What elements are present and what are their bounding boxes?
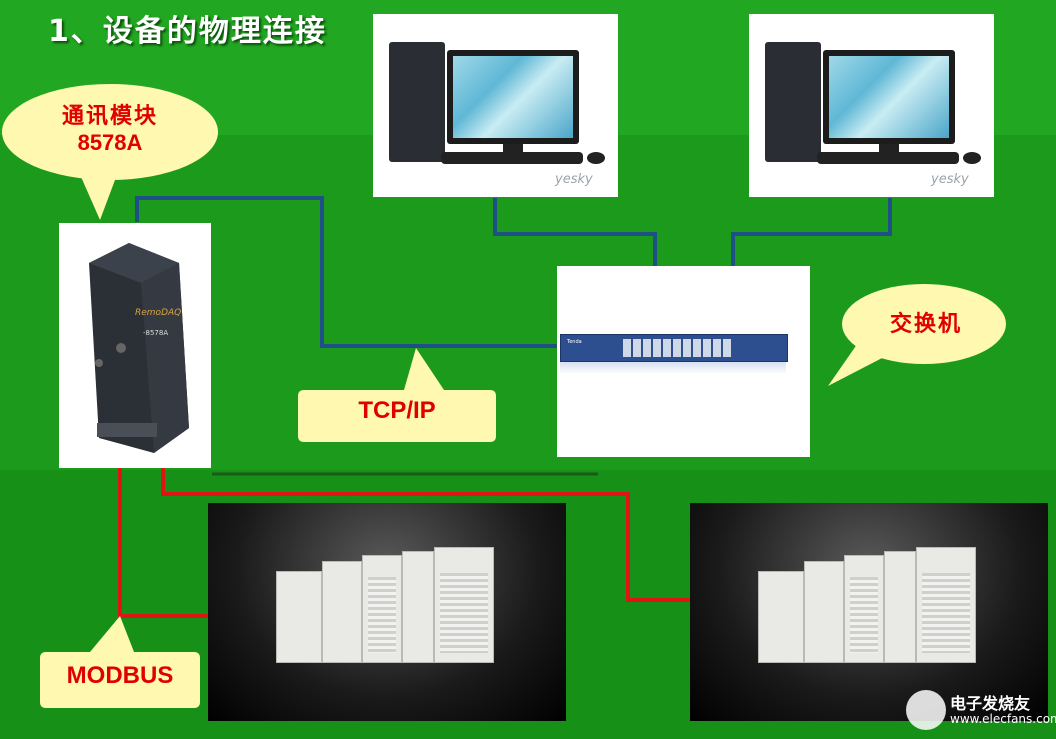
switch-device-icon: Tenda xyxy=(560,334,788,362)
computer-photo-1: yesky xyxy=(373,14,618,197)
yesky-watermark-2: yesky xyxy=(931,172,969,187)
module-callout-shape xyxy=(2,84,218,220)
mouse-2 xyxy=(963,152,981,164)
modbus-callout-label: MODBUS xyxy=(66,662,174,689)
module-callout: 通讯模块 8578A xyxy=(20,98,200,156)
tcpip-callout-shape xyxy=(298,348,496,442)
elecfans-site-watermark: www.elecfans.com xyxy=(950,712,1056,726)
modbus-line-cabinet2 xyxy=(161,466,690,602)
mouse-1 xyxy=(587,152,605,164)
yesky-watermark-1: yesky xyxy=(555,172,593,187)
cabinet-photo-2 xyxy=(690,503,1048,721)
computer-photo-2: yesky xyxy=(749,14,994,197)
module-device-icon: RemoDAQ -8578A xyxy=(89,243,189,453)
switch-brand-label: Tenda xyxy=(567,339,582,345)
module-callout-line2: 8578A xyxy=(77,130,143,155)
pc-stand-1 xyxy=(503,144,523,154)
pc-tower-1 xyxy=(389,42,445,162)
keyboard-2 xyxy=(817,152,959,164)
module-callout-line1: 通讯模块 xyxy=(61,104,158,129)
pc-tower-2 xyxy=(765,42,821,162)
network-line-pc2-switch xyxy=(731,198,892,268)
switch-photo: Tenda xyxy=(557,266,810,457)
keyboard-1 xyxy=(441,152,583,164)
switch-callout-label: 交换机 xyxy=(889,312,962,337)
pc-monitor-2 xyxy=(823,50,955,144)
network-line-pc1-switch xyxy=(493,198,657,268)
switch-callout-shape xyxy=(828,284,1006,386)
pc-monitor-1 xyxy=(447,50,579,144)
cabinet-photo-1 xyxy=(208,503,566,721)
module-model-label: -8578A xyxy=(143,329,168,337)
elecfans-brand-watermark: 电子发烧友 xyxy=(950,694,1031,713)
module-photo: RemoDAQ -8578A xyxy=(59,223,211,468)
network-line-module-switch xyxy=(135,196,558,348)
elecfans-logo-icon xyxy=(906,690,946,730)
module-brand-label: RemoDAQ xyxy=(135,308,181,318)
tcpip-callout-label: TCP/IP xyxy=(358,397,436,424)
modbus-callout-shape xyxy=(40,616,200,708)
pc-stand-2 xyxy=(879,144,899,154)
slide-title: 1、设备的物理连接 xyxy=(48,14,327,49)
